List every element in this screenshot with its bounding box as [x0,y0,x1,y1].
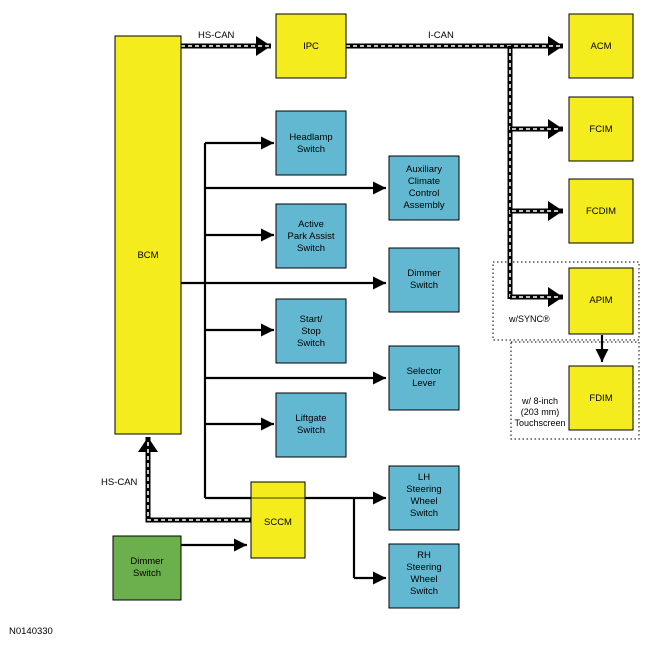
fdim-label: FDIM [589,393,612,404]
apim-label: APIM [589,295,612,306]
ipc-label: IPC [303,41,319,52]
sync-option-label: w/SYNC® [508,314,550,324]
i-can-label: I-CAN [428,30,454,41]
hs-can-top-label: HS-CAN [198,30,235,41]
figure-reference-code: N0140330 [9,626,53,637]
sccm-label: SCCM [264,517,292,528]
fdim-module: FDIM [568,365,634,431]
hardwire-lines [181,136,609,585]
apim-module: APIM [568,267,634,335]
acm-label: ACM [590,41,611,52]
fcdim-module: FCDIM [568,178,634,244]
acm-module: ACM [568,13,634,79]
bcm-module: BCM [114,35,182,435]
touchscreen-option-box [510,341,640,440]
touchscreen-option-label: w/ 8-inch(203 mm)Touchscreen [514,396,565,428]
ipc-module: IPC [275,13,347,79]
can-buses [138,36,563,523]
sccm-module: SCCM [250,481,306,559]
hs-can-left-label: HS-CAN [101,477,138,488]
fcdim-label: FCDIM [586,206,616,217]
sync-option-box [492,261,640,341]
fcim-module: FCIM [568,96,634,162]
fcim-label: FCIM [589,124,612,135]
bcm-label: BCM [137,250,158,261]
